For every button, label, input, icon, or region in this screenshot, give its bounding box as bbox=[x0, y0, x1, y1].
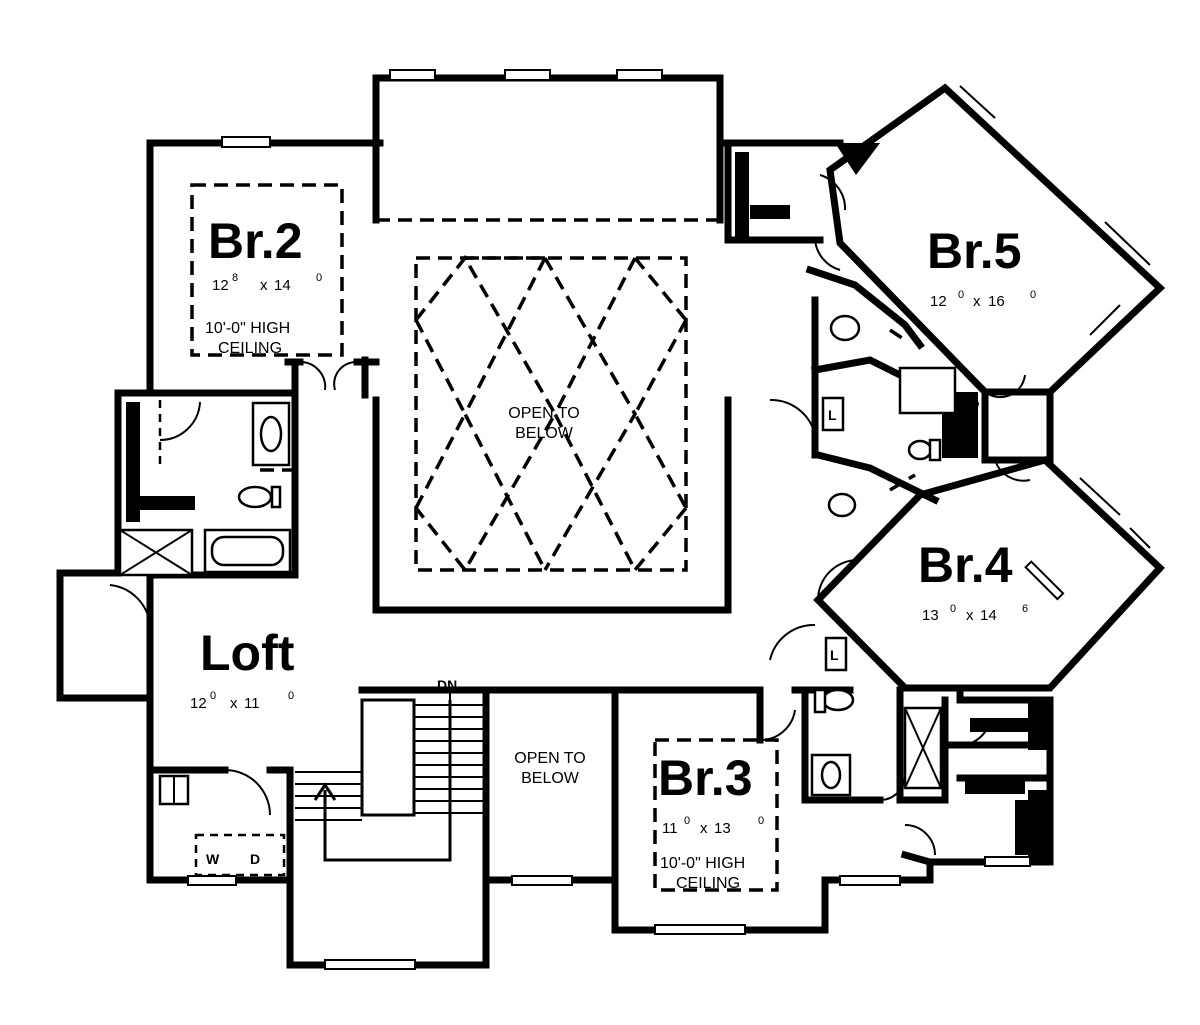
svg-text:0: 0 bbox=[958, 289, 964, 301]
open-to-below-stair: OPEN TO BELOW bbox=[514, 750, 585, 787]
room-name-br3: Br.3 bbox=[658, 750, 753, 806]
svg-text:0: 0 bbox=[316, 272, 322, 284]
loft-length: 11 bbox=[244, 695, 260, 712]
room-name-loft: Loft bbox=[200, 625, 295, 681]
open-to-below-stair-line2: BELOW bbox=[521, 770, 580, 787]
wall-br3-north bbox=[611, 686, 764, 744]
windows bbox=[187, 69, 1151, 970]
wall-center-block bbox=[372, 74, 724, 224]
open-to-below-main-line2: BELOW bbox=[515, 425, 574, 442]
open-to-below-ceiling-pattern bbox=[414, 254, 688, 574]
room-br4: Br.4 13 0 x 14 6 bbox=[918, 537, 1028, 624]
svg-text:0: 0 bbox=[210, 690, 216, 702]
svg-text:x: x bbox=[260, 277, 268, 294]
laundry-labels: W D bbox=[206, 851, 260, 867]
svg-text:0: 0 bbox=[1030, 289, 1036, 301]
svg-text:0: 0 bbox=[288, 690, 294, 702]
room-name-br5: Br.5 bbox=[927, 223, 1022, 279]
br5-length: 16 bbox=[988, 293, 1005, 310]
wall-east-lower bbox=[508, 684, 1054, 934]
ceiling-outlines bbox=[190, 183, 916, 892]
open-to-below-main: OPEN TO BELOW bbox=[508, 405, 579, 442]
svg-text:6: 6 bbox=[1022, 603, 1028, 615]
svg-text:8: 8 bbox=[232, 272, 238, 284]
room-br3: Br.3 11 0 x 13 0 10'-0" HIGH CEILING bbox=[658, 750, 764, 892]
svg-text:0: 0 bbox=[684, 815, 690, 827]
linen-label-1: L bbox=[828, 407, 837, 423]
open-to-below-stair-line1: OPEN TO bbox=[514, 750, 585, 767]
br2-length: 14 bbox=[274, 277, 291, 294]
br3-length: 13 bbox=[714, 820, 731, 837]
stair-direction-arrow bbox=[323, 700, 452, 862]
br4-width: 13 bbox=[922, 607, 939, 624]
bath-fixtures bbox=[203, 314, 957, 797]
stairs bbox=[295, 690, 486, 862]
svg-text:CEILING: CEILING bbox=[218, 340, 282, 357]
room-loft: Loft 12 0 x 11 0 bbox=[190, 625, 295, 712]
br5-width: 12 bbox=[930, 293, 947, 310]
room-name-br2: Br.2 bbox=[208, 213, 303, 269]
svg-text:0: 0 bbox=[950, 603, 956, 615]
svg-text:x: x bbox=[700, 820, 708, 837]
svg-text:x: x bbox=[230, 695, 238, 712]
br2-width: 12 bbox=[212, 277, 229, 294]
dryer-label: D bbox=[250, 851, 260, 867]
svg-text:x: x bbox=[973, 293, 981, 310]
linen-label-2: L bbox=[830, 647, 839, 663]
wall-stair-enclosure bbox=[482, 686, 619, 934]
closet-shelves bbox=[118, 152, 1030, 855]
wall-west-upper bbox=[56, 139, 516, 969]
loft-width: 12 bbox=[190, 695, 207, 712]
washer-label: W bbox=[206, 851, 220, 867]
doors bbox=[109, 174, 1031, 856]
stair-down-label: DN bbox=[437, 677, 457, 693]
room-br5: Br.5 12 0 x 16 0 bbox=[927, 223, 1036, 310]
wall-center-base bbox=[372, 396, 732, 614]
br2-ceiling-note: 10'-0" HIGH bbox=[205, 320, 290, 337]
br4-length: 14 bbox=[980, 607, 997, 624]
svg-text:0: 0 bbox=[758, 815, 764, 827]
svg-text:CEILING: CEILING bbox=[676, 875, 740, 892]
linen-closet-labels: L L bbox=[821, 396, 848, 672]
svg-text:x: x bbox=[966, 607, 974, 624]
room-br2: Br.2 12 8 x 14 0 10'-0" HIGH CEILING bbox=[205, 213, 322, 357]
laundry-area bbox=[158, 774, 286, 877]
br3-width: 11 bbox=[662, 820, 678, 837]
open-to-below-main-line1: OPEN TO bbox=[508, 405, 579, 422]
room-name-br4: Br.4 bbox=[918, 537, 1013, 593]
br3-ceiling-note: 10'-0" HIGH bbox=[660, 855, 745, 872]
